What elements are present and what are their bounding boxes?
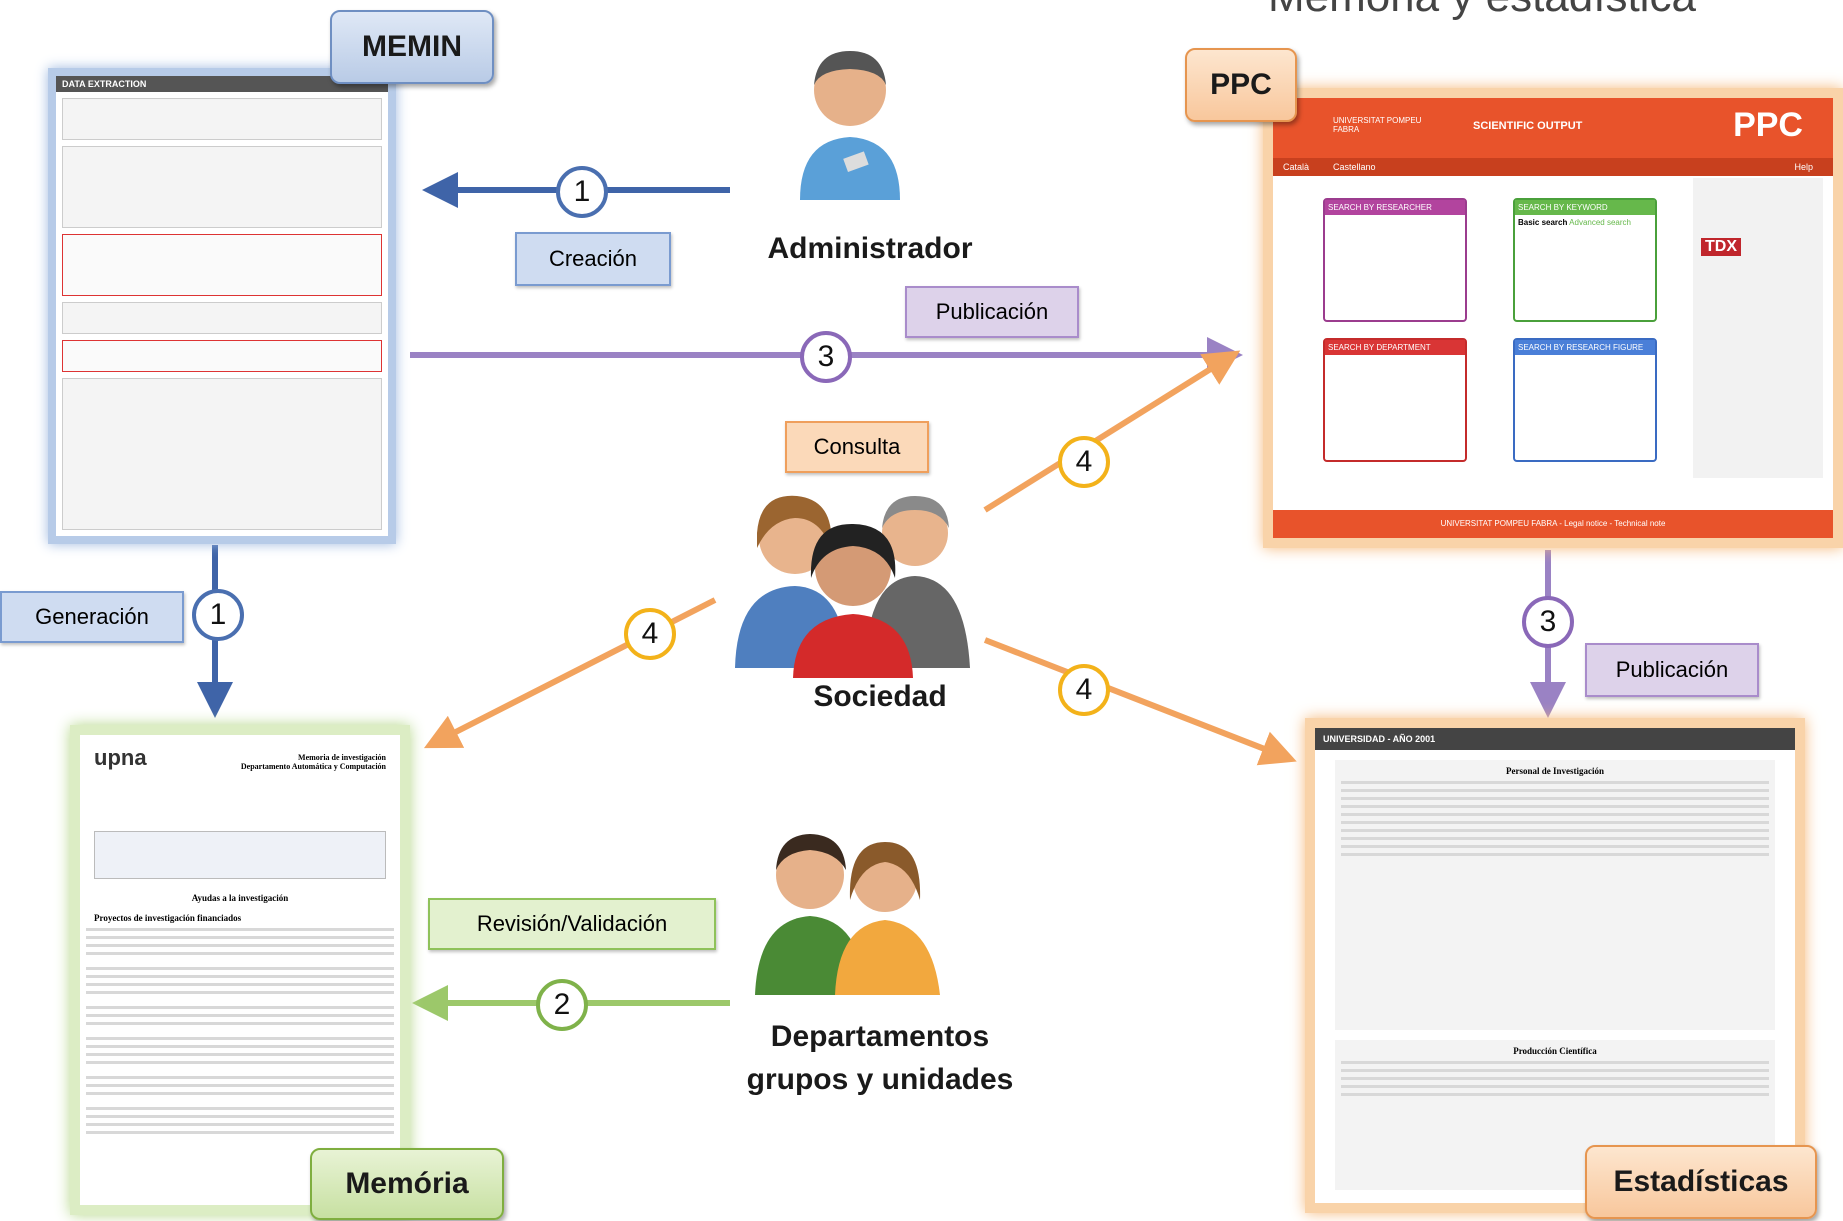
label-publicacion-right: Publicación — [1585, 643, 1759, 697]
estadisticas-screen-header: UNIVERSIDAD - AÑO 2001 — [1315, 728, 1795, 750]
ppc-card-researcher[interactable]: SEARCH BY RESEARCHER — [1325, 200, 1465, 215]
step-sociedad-to-ppc: 4 — [1058, 436, 1110, 488]
ppc-logo: PPC — [1733, 106, 1803, 144]
label-revision: Revisión/Validación — [428, 898, 716, 950]
step-memin-down: 1 — [192, 589, 244, 641]
sociedad-label: Sociedad — [813, 680, 947, 713]
departamentos-icon — [755, 834, 940, 995]
memoria-logo: upna — [94, 745, 147, 770]
step-sociedad-to-memoria: 4 — [624, 608, 676, 660]
step-ppc-down: 3 — [1522, 596, 1574, 648]
label-generacion: Generación — [0, 591, 184, 643]
estadisticas-screenshot: UNIVERSIDAD - AÑO 2001 Personal de Inves… — [1305, 718, 1805, 1213]
ppc-header: PPC — [1185, 48, 1297, 122]
memoria-section: Ayudas a la investigación — [191, 893, 289, 903]
memoria-heading1: Memoria de investigación — [298, 753, 386, 762]
ppc-nav-help[interactable]: Help — [1794, 162, 1813, 172]
step-sociedad-to-estadisticas: 4 — [1058, 664, 1110, 716]
memoria-screenshot: upna Memoria de investigación Departamen… — [70, 725, 410, 1215]
ppc-basic-search[interactable]: Basic search — [1518, 218, 1568, 227]
arrow-sociedad-to-estadisticas — [983, 637, 1297, 766]
step-admin-to-memin: 1 — [556, 166, 608, 218]
ppc-nav-castellano[interactable]: Castellano — [1333, 162, 1376, 172]
label-consulta: Consulta — [785, 421, 929, 473]
label-publicacion-top: Publicación — [905, 286, 1079, 338]
step-memin-to-ppc: 3 — [800, 331, 852, 383]
ppc-university-name: UNIVERSITAT POMPEU FABRA — [1333, 116, 1422, 134]
arrow-sociedad-to-ppc — [983, 350, 1241, 513]
label-creacion: Creación — [515, 232, 671, 286]
ppc-advanced-search[interactable]: Advanced search — [1569, 218, 1631, 227]
estadisticas-header: Estadísticas — [1585, 1145, 1817, 1219]
ppc-card-keyword[interactable]: SEARCH BY KEYWORD — [1515, 200, 1655, 215]
departamentos-label-line2: grupos y unidades — [746, 1063, 1014, 1096]
estadisticas-section2: Producción Científica — [1513, 1046, 1597, 1056]
diagram-title: Memòria y estadística — [1268, 0, 1696, 22]
memin-screen-header: DATA EXTRACTION — [56, 76, 388, 92]
ppc-card-research-figure[interactable]: SEARCH BY RESEARCH FIGURE — [1515, 340, 1655, 355]
sociedad-icon — [735, 495, 970, 678]
ppc-side-tdx[interactable]: TDX — [1701, 238, 1741, 256]
ppc-nav-catala[interactable]: Català — [1283, 162, 1310, 172]
step-dept-to-memoria: 2 — [536, 979, 588, 1031]
administrador-icon — [800, 51, 900, 200]
memin-header: MEMIN — [330, 10, 494, 84]
ppc-header-title: SCIENTIFIC OUTPUT — [1473, 120, 1583, 132]
ppc-card-department[interactable]: SEARCH BY DEPARTMENT — [1325, 340, 1465, 355]
memoria-subsection: Proyectos de investigación financiados — [94, 913, 242, 923]
estadisticas-section1: Personal de Investigación — [1506, 766, 1604, 776]
ppc-footer: UNIVERSITAT POMPEU FABRA - Legal notice … — [1273, 510, 1833, 538]
memin-screenshot: DATA EXTRACTION — [48, 68, 396, 544]
memoria-heading2: Departamento Automática y Computación — [240, 762, 386, 771]
departamentos-label-line1: Departamentos — [770, 1020, 990, 1053]
arrow-sociedad-to-memoria — [423, 597, 717, 749]
memoria-header: Memória — [310, 1148, 504, 1220]
administrador-label: Administrador — [767, 232, 973, 265]
ppc-screenshot: UNIVERSITAT POMPEU FABRA SCIENTIFIC OUTP… — [1263, 88, 1843, 548]
